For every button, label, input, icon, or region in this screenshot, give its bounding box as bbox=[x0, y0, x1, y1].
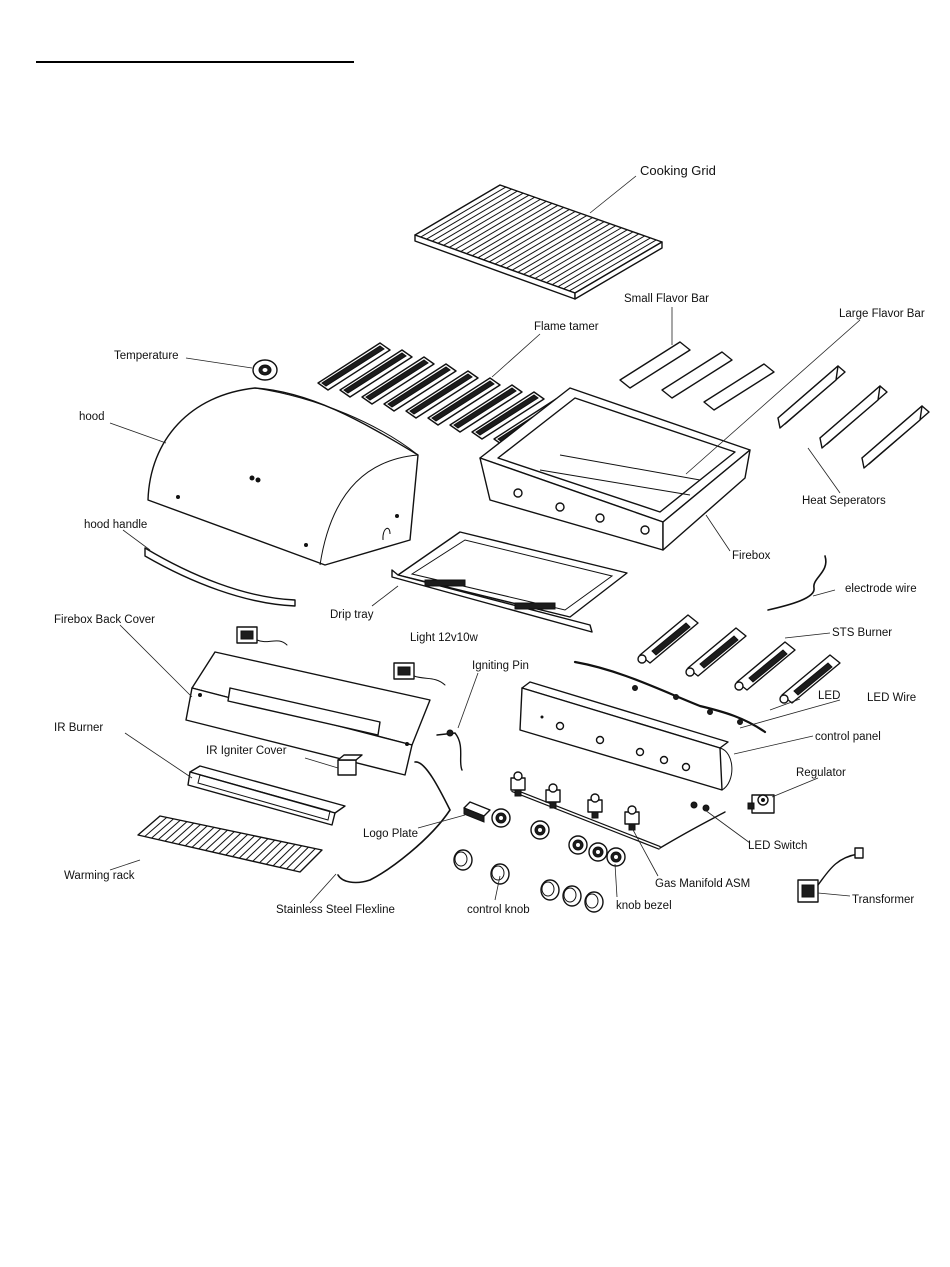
label-electrode-wire: electrode wire bbox=[845, 583, 917, 595]
label-gas-manifold-asm: Gas Manifold ASM bbox=[655, 878, 750, 890]
label-cooking-grid: Cooking Grid bbox=[640, 163, 716, 178]
large-flavor-bars-part bbox=[777, 365, 930, 469]
header-rule bbox=[36, 61, 354, 63]
label-firebox-back-cover: Firebox Back Cover bbox=[54, 614, 155, 626]
hood-handle-part bbox=[144, 547, 296, 607]
firebox-back-cover-part bbox=[185, 651, 431, 776]
leader-lines bbox=[109, 175, 861, 904]
ir-burner-part bbox=[187, 765, 346, 826]
label-logo-plate: Logo Plate bbox=[363, 828, 418, 840]
label-control-panel: control panel bbox=[815, 731, 881, 743]
electrode-wire-part bbox=[767, 555, 827, 611]
label-temperature: Temperature bbox=[114, 350, 179, 362]
igniting-pin-part bbox=[436, 729, 463, 771]
label-ir-burner: IR Burner bbox=[54, 722, 103, 734]
label-led-switch: LED Switch bbox=[748, 840, 807, 852]
drip-tray-part bbox=[391, 531, 628, 633]
led-wire-part bbox=[573, 660, 767, 734]
label-control-knob: control knob bbox=[467, 904, 530, 916]
label-led-wire: LED Wire bbox=[867, 692, 916, 704]
ir-igniter-cover-part bbox=[337, 754, 363, 776]
label-small-flavor-bar: Small Flavor Bar bbox=[624, 293, 709, 305]
warming-rack-part bbox=[137, 815, 323, 873]
temperature-gauge-part bbox=[252, 359, 278, 381]
label-ir-igniter-cover: IR Igniter Cover bbox=[206, 745, 287, 757]
hood-part bbox=[147, 387, 419, 566]
label-sts-burner: STS Burner bbox=[832, 627, 892, 639]
gas-manifold-part bbox=[510, 771, 726, 850]
logo-plate-part bbox=[463, 801, 491, 823]
control-knobs-part bbox=[453, 849, 604, 913]
label-regulator: Regulator bbox=[796, 767, 846, 779]
regulator-part bbox=[747, 794, 775, 814]
label-transformer: Transformer bbox=[852, 894, 914, 906]
label-heat-seperators: Heat Seperators bbox=[802, 495, 886, 507]
label-knob-bezel: knob bezel bbox=[616, 900, 672, 912]
label-led: LED bbox=[818, 690, 840, 702]
label-drip-tray: Drip tray bbox=[330, 609, 374, 621]
knob-bezels-part bbox=[491, 808, 626, 867]
label-large-flavor-bar: Large Flavor Bar bbox=[839, 308, 925, 320]
firebox-part bbox=[479, 387, 751, 551]
light-12v10w-part bbox=[236, 626, 446, 686]
label-hood: hood bbox=[79, 411, 105, 423]
label-flame-tamer: Flame tamer bbox=[534, 321, 599, 333]
led-switch-part bbox=[690, 801, 710, 812]
label-light: Light 12v10w bbox=[410, 632, 478, 644]
label-stainless-steel-flexline: Stainless Steel Flexline bbox=[276, 904, 395, 916]
label-igniting-pin: Igniting Pin bbox=[472, 660, 529, 672]
small-flavor-bars-part bbox=[619, 341, 775, 411]
sts-burners-part bbox=[637, 614, 841, 704]
transformer-part bbox=[797, 847, 864, 903]
part-labels: Cooking Grid Small Flavor Bar Large Flav… bbox=[54, 163, 925, 916]
label-hood-handle: hood handle bbox=[84, 519, 147, 531]
label-warming-rack: Warming rack bbox=[64, 870, 135, 882]
stainless-steel-flexline-part bbox=[337, 761, 451, 884]
control-panel-part bbox=[519, 681, 733, 791]
label-firebox: Firebox bbox=[732, 550, 771, 562]
cooking-grid-part bbox=[414, 184, 663, 300]
